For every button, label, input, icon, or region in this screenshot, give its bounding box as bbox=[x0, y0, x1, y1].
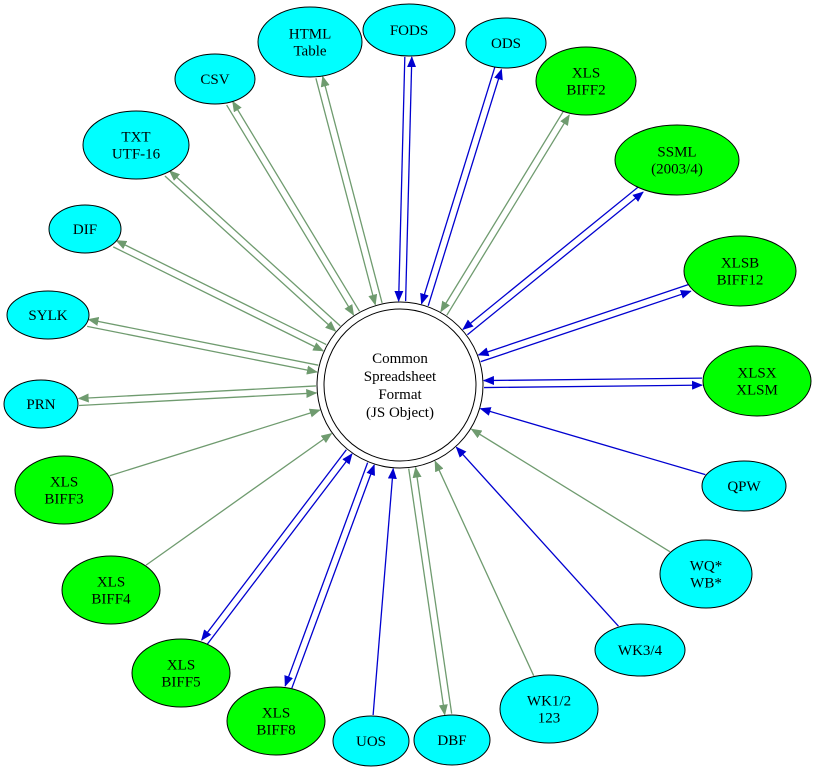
edge-prn bbox=[77, 385, 318, 407]
node-label-sylk: SYLK bbox=[28, 308, 67, 324]
edge-qpw bbox=[479, 407, 706, 476]
edge-xls-biff3 bbox=[109, 408, 321, 477]
node-label-ssml: SSML(2003/4) bbox=[651, 145, 703, 178]
node-label-uos: UOS bbox=[356, 734, 386, 750]
edge-xls-biff8 bbox=[284, 462, 375, 689]
node-sylk: SYLK bbox=[6, 290, 90, 340]
node-label-wq-wb: WQ*WB* bbox=[690, 559, 723, 592]
edge-xlsb bbox=[477, 283, 692, 363]
node-prn: PRN bbox=[3, 379, 79, 429]
edge-dbf bbox=[408, 466, 453, 716]
node-dbf: DBF bbox=[413, 714, 491, 766]
node-label-qpw: QPW bbox=[727, 479, 761, 495]
edge-fods bbox=[394, 56, 417, 302]
edge-ods bbox=[420, 67, 503, 306]
node-label-fods: FODS bbox=[390, 23, 428, 39]
node-label-wk34: WK3/4 bbox=[618, 643, 663, 659]
edge-xls-biff4 bbox=[145, 433, 333, 566]
edge-xls-biff2 bbox=[440, 111, 570, 316]
node-label-csv: CSV bbox=[200, 72, 229, 88]
node-label-dbf: DBF bbox=[437, 733, 466, 749]
edge-wk34 bbox=[455, 446, 619, 627]
edge-xlsx bbox=[482, 375, 704, 390]
node-uos: UOS bbox=[332, 715, 410, 767]
edge-wq-wb bbox=[470, 428, 671, 553]
edge-dif bbox=[112, 240, 327, 352]
node-csv: CSV bbox=[174, 53, 256, 105]
node-dif: DIF bbox=[48, 204, 122, 254]
node-ssml: SSML(2003/4) bbox=[614, 124, 740, 196]
edge-ssml bbox=[462, 186, 644, 336]
node-label-dif: DIF bbox=[73, 222, 97, 238]
node-fods: FODS bbox=[362, 3, 456, 57]
edge-xls-biff5 bbox=[201, 449, 353, 645]
edge-uos bbox=[372, 467, 397, 716]
node-qpw: QPW bbox=[701, 460, 787, 512]
node-label-prn: PRN bbox=[26, 397, 55, 413]
edge-wk12-123 bbox=[434, 460, 535, 676]
node-ods: ODS bbox=[465, 17, 547, 69]
edge-csv bbox=[226, 100, 361, 316]
edge-txt-utf16 bbox=[164, 170, 341, 332]
node-wk34: WK3/4 bbox=[594, 623, 686, 677]
node-label-ods: ODS bbox=[491, 36, 521, 52]
edge-html-table bbox=[315, 75, 383, 306]
node-wq-wb: WQ*WB* bbox=[659, 539, 753, 609]
edge-sylk bbox=[86, 317, 319, 375]
